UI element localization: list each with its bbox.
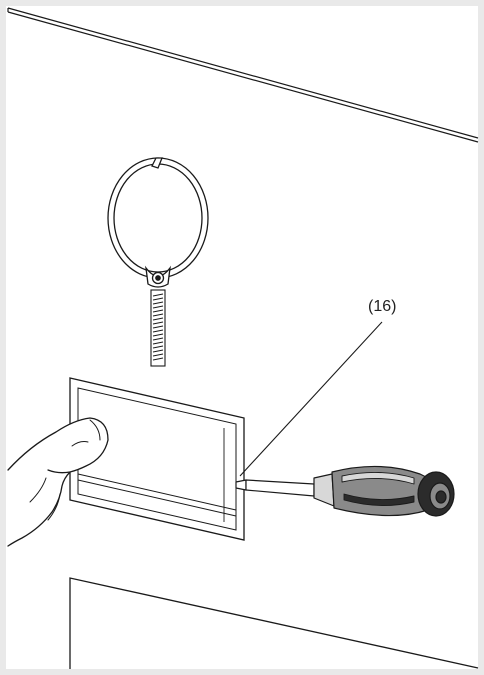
ring-holder-icon	[107, 157, 209, 288]
wall-edge-lines	[7, 7, 479, 143]
callout-label-16: (16)	[368, 298, 397, 315]
hand-icon	[7, 417, 109, 547]
screwdriver-icon	[235, 465, 455, 517]
callout-leader-line	[239, 321, 383, 477]
wall-opening	[69, 577, 479, 669]
threaded-rod-icon	[150, 289, 166, 367]
